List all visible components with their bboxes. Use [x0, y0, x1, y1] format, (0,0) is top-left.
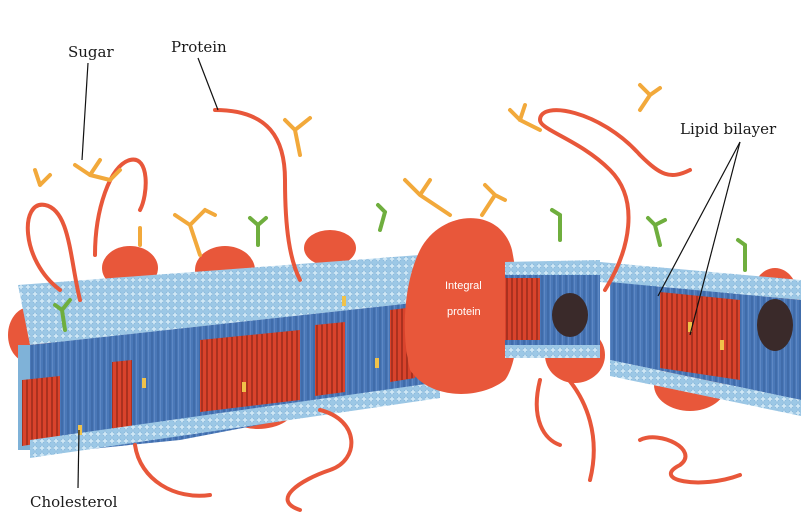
integral-protein-label-line2: protein — [447, 306, 481, 318]
sugar-leader-line — [82, 63, 88, 160]
integral-protein: Integral protein — [405, 218, 518, 394]
protein-leader-line — [198, 58, 218, 110]
sugar-label: Sugar — [68, 43, 114, 61]
integral-protein-label-line1: Integral — [445, 280, 482, 292]
protein-label: Protein — [171, 38, 227, 56]
lipid-bilayer-right — [505, 260, 801, 416]
cholesterol-label: Cholesterol — [30, 493, 118, 511]
lipid-bilayer-label: Lipid bilayer — [680, 120, 777, 138]
